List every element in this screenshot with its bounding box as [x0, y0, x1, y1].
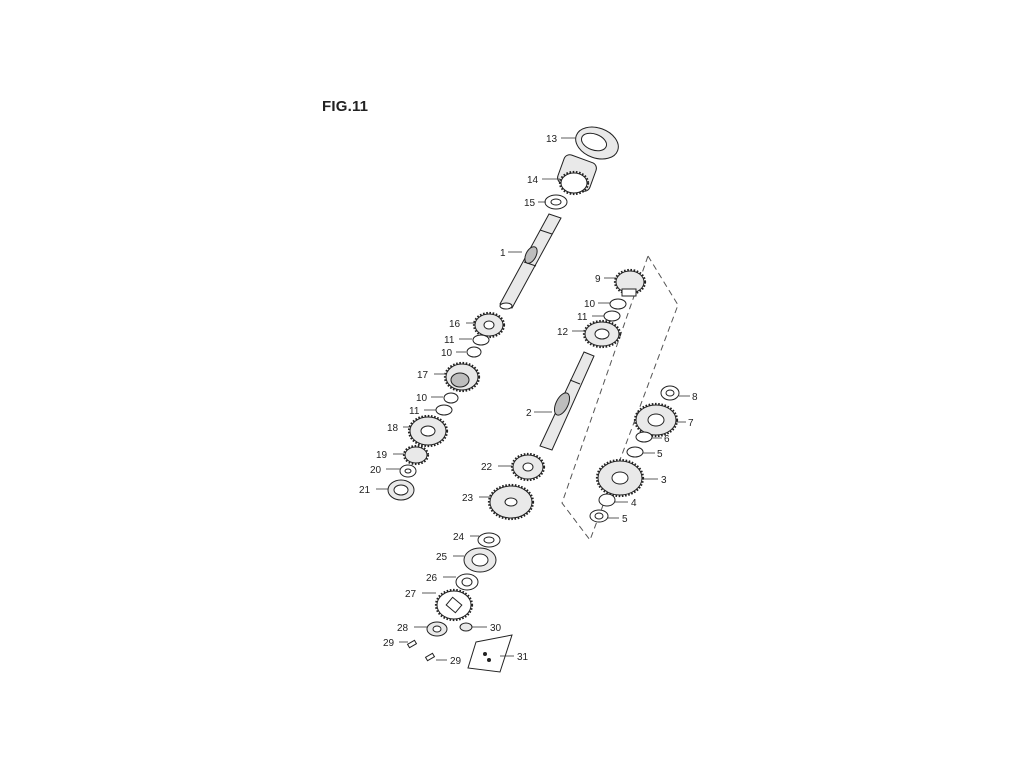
bearing-21	[387, 479, 415, 501]
callout-31: 31	[517, 652, 529, 663]
gear-7	[633, 402, 679, 438]
gear-22	[510, 452, 546, 482]
callout-11-c: 11	[577, 312, 588, 323]
callout-11-a: 11	[444, 335, 455, 346]
callout-10-a: 10	[441, 348, 453, 359]
callout-8: 8	[692, 392, 698, 403]
gear-16	[472, 311, 506, 339]
callout-1: 1	[500, 248, 506, 259]
circlip-11-a	[472, 334, 490, 346]
washer-10-c	[609, 298, 627, 310]
washer-20	[399, 464, 417, 478]
group-outline	[561, 254, 679, 542]
callout-4: 4	[631, 498, 637, 509]
washer-5-a	[626, 446, 644, 458]
circlip-11-c	[603, 310, 621, 322]
callout-19: 19	[376, 450, 388, 461]
gear-23	[487, 483, 535, 521]
gear-9	[613, 268, 647, 297]
gear-19	[402, 444, 430, 466]
callout-29-b: 29	[450, 656, 462, 667]
callout-26: 26	[426, 573, 438, 584]
bush-6	[635, 431, 653, 443]
bolt-29-b	[424, 652, 436, 662]
gear-18	[407, 414, 449, 448]
callout-25: 25	[436, 552, 448, 563]
callout-18: 18	[387, 423, 399, 434]
nut-30	[459, 622, 473, 632]
bush-4	[598, 493, 616, 507]
gear-17	[443, 361, 481, 393]
callout-10-c: 10	[584, 299, 596, 310]
shaft-1	[499, 213, 562, 310]
washer-8	[660, 385, 680, 401]
callout-20: 20	[370, 465, 382, 476]
callout-6: 6	[664, 434, 670, 445]
callout-12: 12	[557, 327, 569, 338]
gear-3	[595, 458, 645, 498]
callout-22: 22	[481, 462, 493, 473]
bearing-25	[463, 547, 497, 573]
callout-10-b: 10	[416, 393, 428, 404]
washer-10-b	[443, 392, 459, 404]
plate-31	[467, 634, 513, 673]
callout-7: 7	[688, 418, 694, 429]
bearing-13	[575, 126, 619, 160]
bolt-29-a	[406, 639, 418, 649]
washer-24	[477, 532, 501, 548]
callout-9: 9	[595, 274, 601, 285]
seal-26	[455, 573, 479, 591]
callout-21: 21	[359, 485, 371, 496]
callout-24: 24	[453, 532, 465, 543]
callout-5-b: 5	[622, 514, 628, 525]
callout-23: 23	[462, 493, 474, 504]
callout-29-a: 29	[383, 638, 395, 649]
washer-10-a	[466, 346, 482, 358]
callout-17: 17	[417, 370, 429, 381]
gear-14	[557, 154, 597, 196]
callout-2: 2	[526, 408, 532, 419]
circlip-11-b	[435, 404, 453, 416]
callout-28: 28	[397, 623, 409, 634]
callout-15: 15	[524, 198, 536, 209]
callout-16: 16	[449, 319, 461, 330]
washer-15	[544, 194, 568, 210]
gear-12	[582, 319, 622, 349]
plate-28	[426, 621, 448, 637]
callout-14: 14	[527, 175, 539, 186]
shaft-2	[539, 351, 595, 451]
callout-27: 27	[405, 589, 417, 600]
figure-title: FIG.11	[322, 98, 369, 115]
callout-3: 3	[661, 475, 667, 486]
callout-13: 13	[546, 134, 558, 145]
sprocket-27	[434, 588, 474, 622]
callout-30: 30	[490, 623, 502, 634]
washer-5-b	[589, 509, 609, 523]
callout-5-a: 5	[657, 449, 663, 460]
callout-11-b: 11	[409, 406, 420, 417]
